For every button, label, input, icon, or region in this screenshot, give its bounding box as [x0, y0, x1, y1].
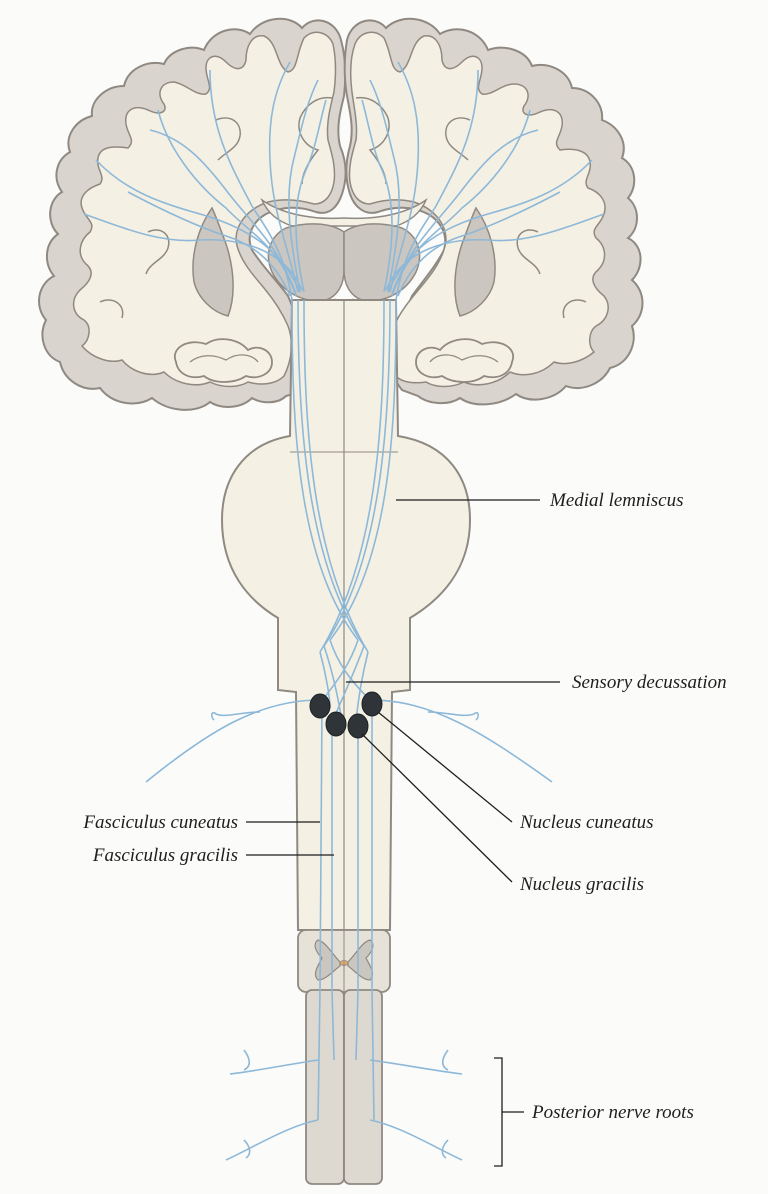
right-temporal-sulcus [429, 354, 499, 363]
cerebral-hemispheres [38, 17, 644, 411]
right-temporal-gyrus [415, 338, 515, 383]
fiber-tracts [83, 61, 605, 1161]
nucleus-cuneatus-leader [377, 711, 513, 823]
corpus-callosum [260, 197, 428, 227]
left-sulcus-4 [99, 299, 124, 319]
collateral-fibers [145, 699, 553, 783]
right-hemisphere [343, 17, 644, 406]
leader-lines [246, 499, 560, 1167]
dorsal-column-nuclei [309, 691, 383, 739]
left-nucleus-gracilis [325, 711, 347, 737]
left-nucleus-cuneatus [309, 693, 331, 719]
right-thalamus [343, 223, 421, 302]
left-cord-column [305, 989, 345, 1185]
nucleus-cuneatus-label: Nucleus cuneatus [519, 812, 654, 833]
posterior-nerve-roots-bracket [494, 1057, 524, 1167]
right-sulcus-4 [562, 299, 587, 319]
left-temporal-sulcus [189, 354, 259, 363]
right-gray-horn [347, 939, 374, 981]
labels: Medial lemniscus Sensory decussation Nuc… [82, 490, 726, 1123]
spinal-cord-segment [297, 929, 391, 1185]
right-thalamocortical-fibers [361, 61, 605, 301]
left-white-matter [72, 31, 337, 388]
right-nucleus-gracilis [347, 713, 369, 739]
posterior-nerve-root-fibers [225, 1049, 463, 1161]
dorsal-column-fibers [317, 705, 375, 1121]
right-lentiform-nucleus [454, 206, 496, 317]
nucleus-gracilis-label: Nucleus gracilis [519, 874, 644, 895]
left-sulcus-3 [145, 229, 170, 275]
right-sulcus-2 [445, 117, 471, 161]
posterior-nerve-roots-label: Posterior nerve roots [531, 1102, 694, 1123]
fasciculus-cuneatus-label: Fasciculus cuneatus [82, 812, 238, 833]
left-temporal-gyrus [173, 338, 273, 383]
right-nucleus-cuneatus [361, 691, 383, 717]
right-sulcus-3 [516, 229, 541, 275]
medial-lemniscus-fibers [291, 299, 397, 653]
left-thalamus [267, 223, 345, 302]
right-cord-column [343, 989, 383, 1185]
left-gray-horn [314, 939, 341, 981]
fasciculus-gracilis-label: Fasciculus gracilis [92, 845, 238, 866]
medial-lemniscus-label: Medial lemniscus [549, 490, 684, 511]
left-hemisphere [38, 17, 347, 411]
left-lentiform-nucleus [192, 206, 234, 317]
left-thalamocortical-fibers [83, 61, 327, 301]
nucleus-gracilis-leader [361, 733, 513, 883]
sensory-decussation-label: Sensory decussation [572, 672, 727, 693]
